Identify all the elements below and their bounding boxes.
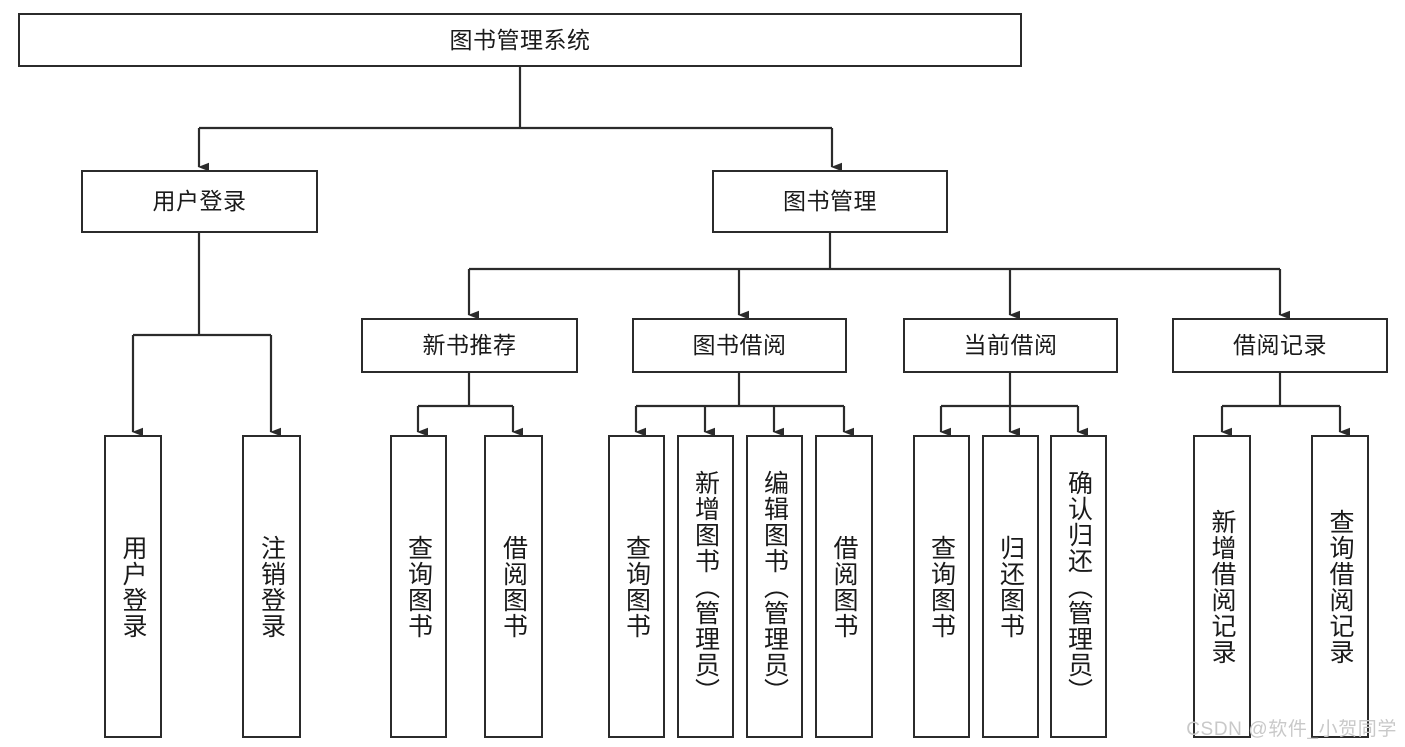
leaf-nb-query-book[interactable]: 查询图书 [390,435,447,738]
node-label: 用户登录 [119,534,147,639]
node-label: 借阅图书 [499,534,528,639]
leaf-user-login[interactable]: 用户登录 [104,435,162,738]
node-label: 注销登录 [257,534,286,639]
node-label: 新增借阅记录 [1208,508,1236,665]
node-label: 借阅记录 [1233,332,1327,359]
leaf-nb-borrow-book[interactable]: 借阅图书 [484,435,543,738]
csdn-watermark: CSDN @软件_小贺同学 [1186,719,1397,740]
node-label: 用户登录 [152,188,247,215]
node-book-management[interactable]: 图书管理 [712,170,948,233]
node-book-borrow[interactable]: 图书借阅 [632,318,847,373]
node-label: 查询图书 [622,534,651,639]
node-label: 新增图书（管理员） [691,469,720,704]
leaf-logout[interactable]: 注销登录 [242,435,301,738]
node-label: 图书管理系统 [449,26,591,53]
node-label: 查询借阅记录 [1326,508,1354,665]
node-user-login[interactable]: 用户登录 [81,170,318,233]
node-borrow-record[interactable]: 借阅记录 [1172,318,1388,373]
leaf-bb-add-book[interactable]: 新增图书（管理员） [677,435,734,738]
leaf-bb-query-book[interactable]: 查询图书 [608,435,665,738]
node-label: 查询图书 [927,534,956,639]
node-current-borrow[interactable]: 当前借阅 [903,318,1118,373]
node-label: 借阅图书 [830,534,858,639]
node-label: 查询图书 [404,534,433,639]
leaf-br-query-record[interactable]: 查询借阅记录 [1311,435,1369,738]
leaf-cb-query-book[interactable]: 查询图书 [913,435,970,738]
node-label: 新书推荐 [422,332,517,359]
node-root-system[interactable]: 图书管理系统 [18,13,1022,67]
leaf-br-add-record[interactable]: 新增借阅记录 [1193,435,1251,738]
node-new-book-recommend[interactable]: 新书推荐 [361,318,578,373]
leaf-bb-borrow-book[interactable]: 借阅图书 [815,435,873,738]
node-label: 确认归还（管理员） [1064,469,1093,704]
leaf-bb-edit-book[interactable]: 编辑图书（管理员） [746,435,803,738]
node-label: 当前借阅 [963,332,1058,359]
node-label: 归还图书 [996,534,1025,639]
node-label: 图书借阅 [692,332,787,359]
leaf-cb-return-book[interactable]: 归还图书 [982,435,1039,738]
node-label: 编辑图书（管理员） [760,469,789,704]
leaf-cb-confirm-return[interactable]: 确认归还（管理员） [1050,435,1107,738]
node-label: 图书管理 [783,188,877,215]
